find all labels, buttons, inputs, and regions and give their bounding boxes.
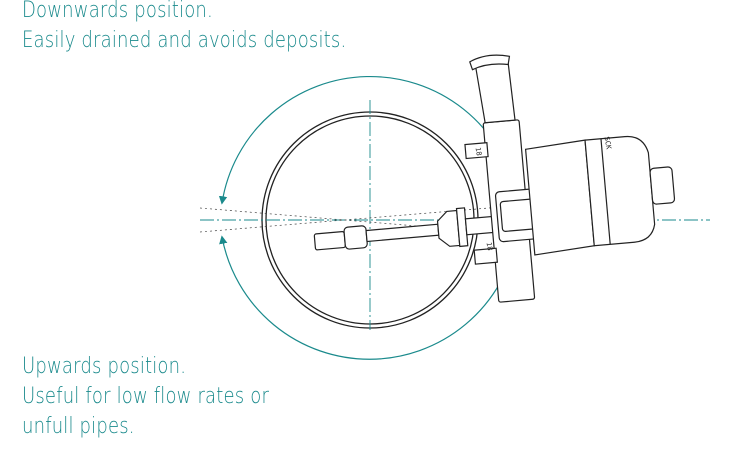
downwards-caption-line-2: Easily drained and avoids deposits. [22, 28, 347, 53]
downwards-position-caption: Downwards position. Easily drained and a… [22, 0, 418, 56]
sensor-cone [436, 209, 461, 247]
upper-stub [464, 142, 489, 160]
housing-mark: SCK [603, 136, 613, 151]
housing-flange [524, 139, 595, 256]
clamp-inner [499, 198, 535, 232]
sensor-tip [313, 231, 346, 251]
housing-body [584, 135, 656, 247]
upwards-caption-line-1: Upwards position. [22, 354, 187, 379]
upwards-caption-line-3: unfull pipes. [22, 414, 135, 439]
sensor-shaft [365, 223, 440, 243]
housing-end-cap [649, 166, 676, 205]
lower-stub [473, 247, 498, 265]
downwards-caption-line-1: Downwards position. [22, 0, 213, 23]
upwards-caption-line-2: Useful for low flow rates or [22, 384, 270, 409]
upper-rotation-arc [218, 75, 520, 205]
housing-seam [600, 138, 611, 245]
lower-rotation-arc [219, 234, 520, 360]
mounting-handle [474, 57, 516, 124]
probe-assembly [313, 54, 676, 303]
bottom-clamp-mark: 18 [485, 242, 494, 252]
upwards-position-caption: Upwards position. Useful for low flow ra… [22, 352, 323, 442]
sensor-neck [343, 225, 368, 250]
top-clamp-mark: 18 [474, 147, 483, 157]
handle-cap [469, 54, 511, 71]
